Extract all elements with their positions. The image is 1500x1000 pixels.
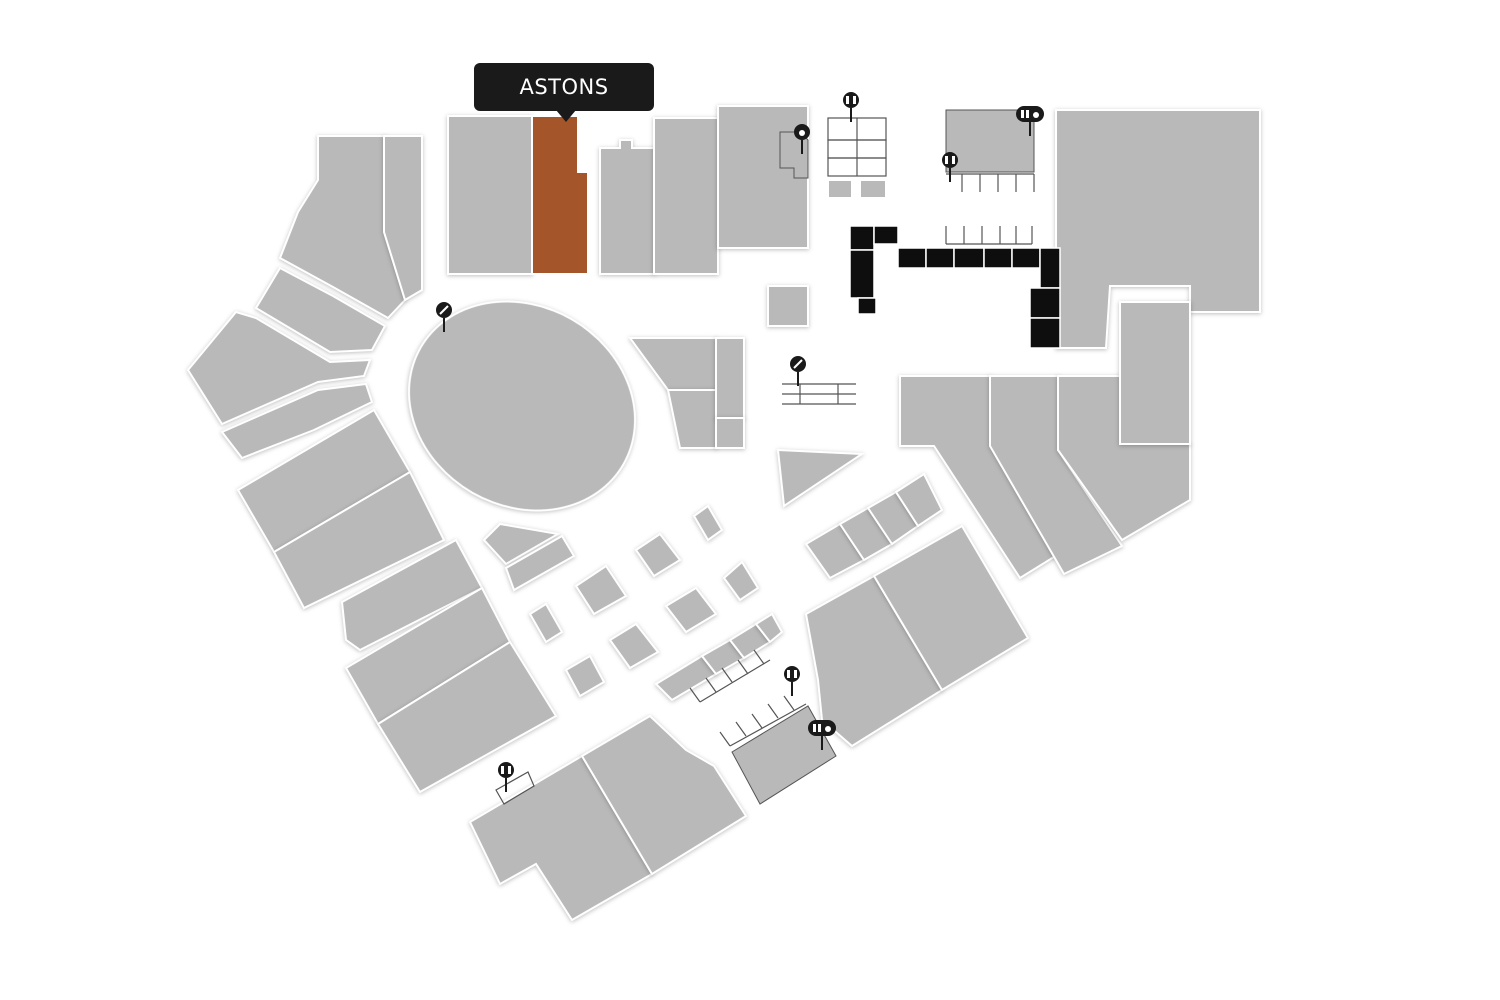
store-unit[interactable] [383, 135, 423, 302]
kiosk[interactable] [849, 249, 875, 299]
kiosk[interactable] [897, 247, 927, 269]
store-unit[interactable] [666, 389, 717, 449]
store-unit[interactable] [447, 115, 533, 275]
kiosk[interactable] [574, 564, 628, 616]
kiosk[interactable] [692, 504, 724, 542]
escalator-icon[interactable] [790, 356, 806, 386]
store-unit[interactable] [628, 337, 717, 391]
kiosk-chain [849, 225, 1061, 349]
restroom-accessible-icon[interactable] [808, 720, 836, 750]
store-astons[interactable] [531, 115, 589, 275]
bottom-blocks [468, 714, 748, 922]
store-unit[interactable] [272, 470, 446, 610]
kiosk[interactable] [608, 622, 660, 670]
amenity-icons [436, 92, 1044, 792]
kiosk[interactable] [857, 297, 877, 315]
store-callout: ASTONS [474, 63, 654, 111]
restroom-icon[interactable] [942, 152, 958, 182]
kiosk[interactable] [1011, 247, 1041, 269]
kiosk[interactable] [983, 247, 1013, 269]
bottom-right-blocks [731, 524, 1030, 805]
parking-bays-mid [689, 649, 807, 747]
kiosk[interactable] [482, 522, 561, 566]
store-unit[interactable] [767, 285, 809, 327]
centre-block [628, 337, 745, 449]
centre-kiosks [482, 504, 760, 698]
top-store-row [447, 105, 809, 275]
kiosk[interactable] [925, 247, 955, 269]
kiosk[interactable] [634, 532, 682, 578]
store-unit[interactable] [220, 382, 374, 460]
restroom-icon[interactable] [843, 92, 859, 122]
escalator-lines [782, 383, 856, 405]
store-unit[interactable] [340, 538, 484, 652]
baby-change-icon[interactable] [794, 124, 810, 154]
restroom-icon[interactable] [498, 762, 514, 792]
left-fan-block [186, 135, 423, 460]
store-unit[interactable] [717, 105, 809, 249]
store-unit[interactable] [580, 714, 748, 876]
central-atrium [408, 300, 636, 512]
store-unit[interactable] [254, 266, 387, 354]
restroom-accessible-icon[interactable] [1016, 106, 1044, 136]
kiosk[interactable] [953, 247, 985, 269]
store-unit[interactable] [715, 417, 745, 449]
right-block [899, 301, 1191, 580]
diagonal-strip [804, 472, 944, 580]
store-unit[interactable] [715, 337, 745, 419]
kiosk[interactable] [873, 225, 899, 245]
store-unit[interactable] [376, 640, 558, 794]
restroom-bay [495, 771, 535, 805]
left-lower-blocks [236, 408, 558, 794]
kiosk[interactable] [564, 654, 606, 698]
top-right-restroom-area [945, 109, 1035, 245]
store-unit[interactable] [754, 612, 784, 644]
store-unit[interactable] [776, 448, 866, 508]
kiosk[interactable] [1039, 247, 1061, 289]
kiosk[interactable] [1029, 287, 1061, 319]
store-unit[interactable] [872, 524, 1030, 692]
store-unit[interactable] [894, 472, 944, 528]
kiosk[interactable] [849, 225, 875, 251]
store-callout-pointer [556, 110, 576, 122]
store-unit[interactable] [653, 117, 719, 275]
rounded-strip [654, 612, 784, 702]
store-unit[interactable] [859, 179, 887, 199]
kiosk[interactable] [722, 560, 760, 602]
kiosk[interactable] [504, 534, 576, 592]
kiosk[interactable] [1029, 317, 1061, 349]
top-restroom-block [827, 117, 887, 199]
store-callout-label: ASTONS [519, 75, 609, 99]
kiosk[interactable] [528, 602, 564, 644]
kiosk[interactable] [664, 586, 718, 634]
restroom-icon[interactable] [784, 666, 800, 696]
anchor-store[interactable] [1055, 109, 1261, 349]
store-unit[interactable] [827, 179, 853, 199]
store-unit[interactable] [599, 139, 655, 275]
escalator-icon[interactable] [436, 302, 452, 332]
store-unit[interactable] [1119, 301, 1191, 445]
store-unit[interactable] [186, 310, 372, 426]
